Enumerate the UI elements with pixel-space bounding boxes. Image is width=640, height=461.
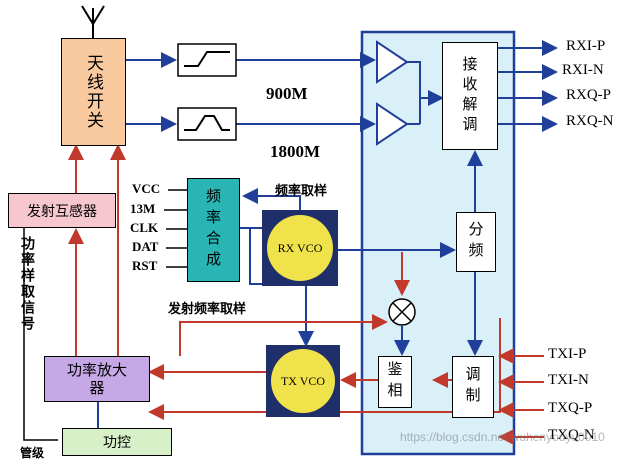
synth-input-dat: DAT [132,239,159,254]
tx-freq-sampling-label: 发射频率取样 [168,302,247,317]
synth-input-13m: 13M [130,201,156,216]
rx-output-rxi-n: RXI-N [562,62,604,78]
rx-vco-block: RX VCO [262,210,338,286]
freq-sampling-label: 频率取样 [275,184,328,199]
power-amp-label: 功率放大器 [66,361,127,397]
saw-filter-1800 [177,107,237,141]
power-ctrl-label: 功控 [103,435,131,451]
synth-input-rst: RST [132,258,158,273]
power-ctrl-block: 功控 [62,428,172,456]
divider-block: 分频 [456,212,496,272]
band-900-label: 900M [266,84,308,103]
synth-input-vcc: VCC [132,181,161,196]
rx-output-rxq-n: RXQ-N [566,113,614,129]
rx-vco-label: RX VCO [267,215,333,281]
band-1800-label: 1800M [270,142,321,161]
freq-synth-block: 频率合成 [187,178,240,282]
wire-rxvco-sampling [242,188,301,210]
tx-coupler-block: 发射互感器 [8,193,116,228]
tx-input-txq-n: TXQ-N [548,427,595,443]
rx-output-rxq-p: RXQ-P [566,87,612,103]
phase-detector-block: 鉴相 [378,356,412,408]
watermark: https://blog.csdn.net/wuhenyouyu0010 [400,430,605,444]
demod-block: 接收解调 [442,42,498,150]
modulator-block: 调制 [452,356,494,418]
tx-input-txq-p: TXQ-P [548,400,593,416]
freq-synth-label: 频率合成 [204,188,222,272]
lna-900-icon [376,40,409,84]
tx-vco-block: TX VCO [266,345,340,417]
mixer-icon [388,298,416,326]
rx-output-rxi-p: RXI-P [566,38,606,54]
saw-filter-900 [177,43,237,77]
divider-label: 分频 [466,221,485,263]
tx-input-txi-p: TXI-P [548,346,587,362]
tx-coupler-label: 发射互感器 [27,203,97,220]
antenna-switch-label: 天线开关 [83,54,103,130]
power-amp-block: 功率放大器 [44,356,150,402]
cut-bottom-label: 管级 [20,446,45,460]
tx-vco-label: TX VCO [271,349,335,413]
antenna-switch-block: 天线开关 [61,38,126,146]
synth-input-clk: CLK [130,220,159,235]
tx-input-txi-n: TXI-N [548,372,589,388]
phase-detector-label: 鉴相 [385,361,404,403]
antenna-icon [81,5,105,38]
modulator-label: 调制 [463,366,482,408]
wire-lna-to-demod [407,61,444,106]
demod-label: 接收解调 [460,56,479,136]
wire-tx-sampling [179,314,388,356]
lna-1800-icon [376,102,409,146]
power-sampling-label: 功率样取信号 [19,236,35,332]
